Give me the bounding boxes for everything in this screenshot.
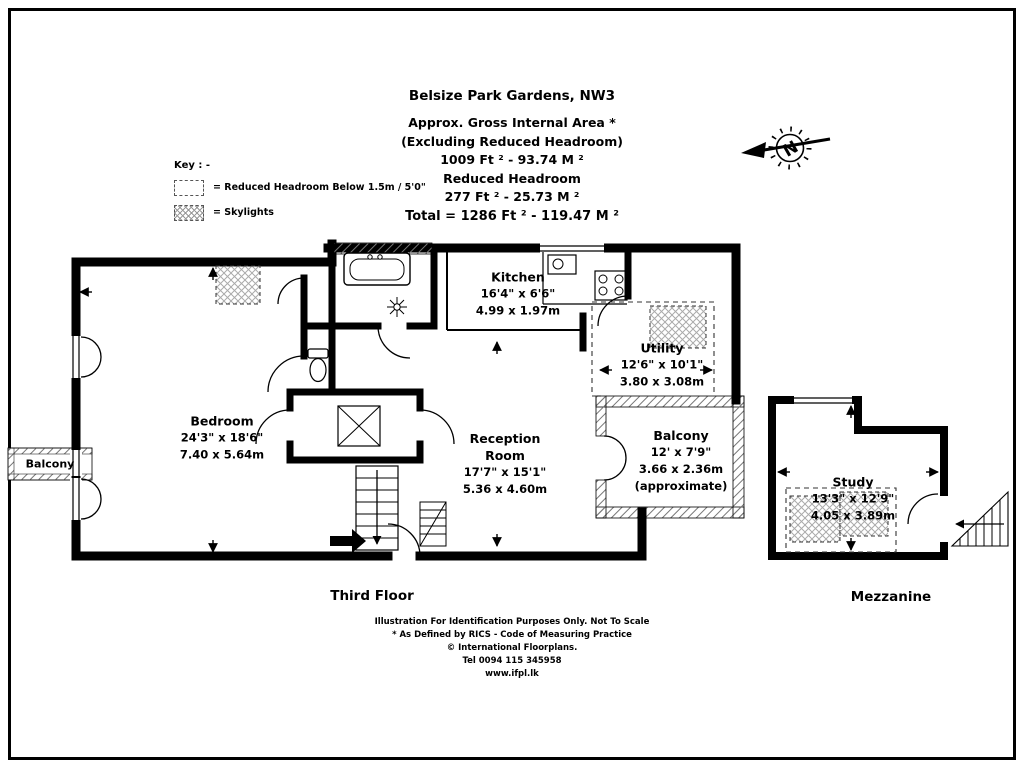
room-dim-imperial: 13'3" x 12'9"	[811, 491, 895, 506]
north-compass-icon: N	[741, 126, 831, 170]
room-name: Kitchen	[491, 269, 545, 285]
room-dim-imperial: 24'3" x 18'6"	[180, 430, 264, 445]
room-name: Study	[832, 474, 874, 490]
room-dim-imperial: 16'4" x 6'6"	[480, 286, 556, 301]
room-label-kitchen: Kitchen 16'4" x 6'6" 4.99 x 1.97m	[443, 269, 593, 320]
room-name: Balcony	[653, 428, 709, 443]
area-line: (Excluding Reduced Headroom)	[401, 133, 623, 149]
room-dim-metric: 4.99 x 1.97m	[475, 303, 561, 318]
balcony-right-structure	[595, 395, 745, 519]
windows	[70, 242, 950, 542]
stove-icon	[594, 270, 628, 301]
property-address: Belsize Park Gardens, NW3	[408, 88, 616, 104]
toilet-icon	[307, 348, 329, 383]
main-walls	[71, 239, 741, 561]
area-line: Reduced Headroom	[443, 170, 581, 186]
legend-label: = Reduced Headroom Below 1.5m / 5'0"	[213, 182, 426, 193]
title-block: Belsize Park Gardens, NW3 Approx. Gross …	[401, 88, 623, 226]
legend: Key : - = Reduced Headroom Below 1.5m / …	[174, 160, 426, 229]
skylight-key-symbol	[174, 204, 204, 221]
room-dim-imperial: 12'6" x 10'1"	[620, 357, 704, 372]
copyright-line: © International Floorplans.	[446, 643, 578, 653]
area-line: 1009 Ft ² - 93.74 M ²	[440, 152, 584, 167]
floor-label-third-floor: Third Floor	[330, 588, 414, 604]
room-dim-metric: 5.36 x 4.60m	[462, 482, 548, 496]
kitchen-fittings	[446, 252, 628, 331]
room-dim-metric: 4.05 x 3.89m	[810, 508, 896, 523]
room-name: Reception Room	[469, 431, 541, 463]
dimension-arrows	[79, 267, 939, 553]
entrance-arrow-icon	[330, 529, 366, 553]
shower-icon	[387, 297, 407, 317]
balcony-left-label: Balcony	[25, 457, 75, 471]
room-label-bedroom: Bedroom 24'3" x 18'6" 7.40 x 5.64m	[137, 413, 307, 464]
room-dim-metric: 3.80 x 3.08m	[619, 374, 705, 389]
study-walls	[768, 396, 948, 560]
room-dim-metric: 7.40 x 5.64m	[179, 447, 265, 462]
disclaimer-line: * As Defined by RICS - Code of Measuring…	[392, 630, 632, 640]
sink-icon	[547, 254, 577, 275]
phone-line: Tel 0094 115 345958	[462, 656, 562, 666]
legend-item-reduced-headroom: = Reduced Headroom Below 1.5m / 5'0"	[174, 179, 426, 196]
website-line: www.ifpl.lk	[485, 669, 539, 679]
room-label-reception: Reception Room 17'7" x 15'1" 5.36 x 4.60…	[453, 430, 557, 498]
reduced-headroom-zones	[591, 301, 897, 553]
room-dim-imperial: 17'7" x 15'1"	[463, 465, 547, 479]
staircase-small	[419, 501, 447, 547]
room-dim-note: (approximate)	[634, 479, 728, 493]
room-name: Utility	[640, 340, 684, 356]
room-dim-metric: 3.66 x 2.36m	[638, 462, 724, 476]
legend-heading: Key : -	[174, 160, 210, 171]
legend-label: = Skylights	[213, 207, 274, 218]
floor-label-mezzanine: Mezzanine	[850, 589, 932, 605]
area-line: 277 Ft ² - 25.73 M ²	[444, 189, 580, 204]
area-total-line: Total = 1286 Ft ² - 119.47 M ²	[405, 208, 619, 224]
reduced-headroom-key-symbol	[174, 179, 204, 196]
hall-skylight-box	[337, 405, 381, 447]
skylights	[215, 265, 889, 543]
door-arcs	[80, 277, 939, 557]
bathtub-icon	[343, 252, 411, 286]
room-name: Bedroom	[190, 413, 254, 429]
staircase-mezzanine	[950, 490, 1009, 547]
staircase-main	[355, 465, 399, 551]
room-label-utility: Utility 12'6" x 10'1" 3.80 x 3.08m	[602, 340, 722, 391]
room-label-balcony: Balcony 12' x 7'9" 3.66 x 2.36m (approxi…	[621, 427, 741, 495]
area-line: Approx. Gross Internal Area *	[408, 115, 616, 130]
room-label-study: Study 13'3" x 12'9" 4.05 x 3.89m	[788, 474, 918, 525]
disclaimer-line: Illustration For Identification Purposes…	[374, 617, 650, 627]
disclaimer-block: Illustration For Identification Purposes…	[375, 616, 650, 681]
legend-item-skylights: = Skylights	[174, 204, 426, 221]
room-dim-imperial: 12' x 7'9"	[650, 445, 712, 459]
